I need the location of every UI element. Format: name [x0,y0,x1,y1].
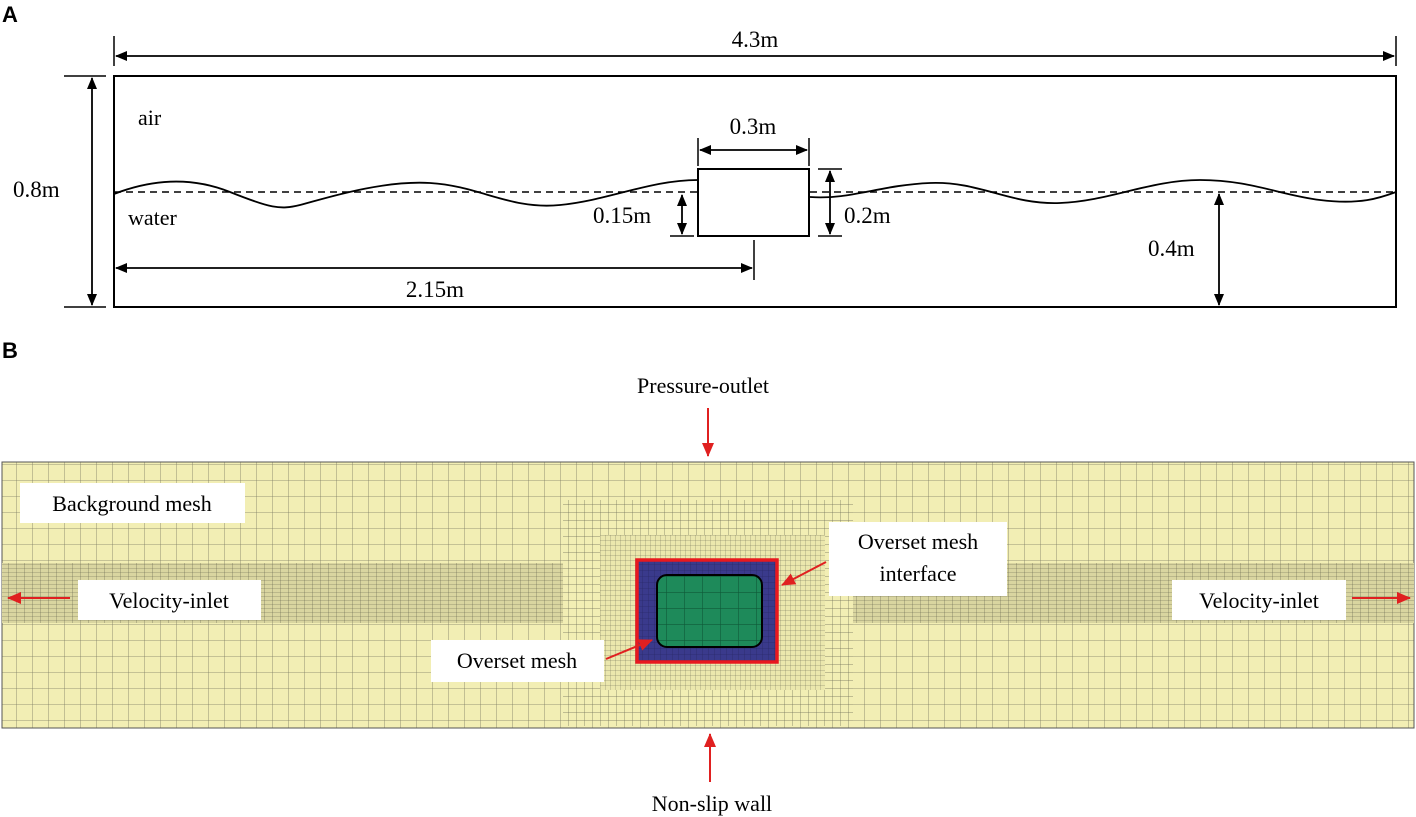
air-label: air [138,105,162,130]
background-mesh-label-box [20,483,245,523]
overset-interface-outline [635,558,779,664]
height-label: 0.8m [13,177,60,202]
overset-interface-label-line2: interface [880,561,957,586]
panel-a-letter: A [2,2,18,27]
wave-profile [113,179,1397,209]
body-height-label: 0.2m [844,203,891,228]
bottom-boundary-label: Non-slip wall [652,791,772,816]
left-inlet-label-box [78,580,261,620]
draft-label: 0.15m [593,203,651,228]
body-width-label: 0.3m [730,114,777,139]
top-boundary-label: Pressure-outlet [637,373,769,398]
overset-mesh-arrow [605,639,653,660]
overset-mesh-label: Overset mesh [457,648,577,673]
floating-body [697,168,810,237]
panel-b-letter: B [2,338,18,363]
water-label: water [128,205,178,230]
left-inlet-label: Velocity-inlet [109,588,229,613]
background-mesh-label: Background mesh [52,491,211,516]
right-inlet-label: Velocity-inlet [1199,588,1319,613]
length-label: 4.3m [732,27,779,52]
water-depth-label: 0.4m [1148,236,1195,261]
body-cells [656,574,763,648]
overset-interface-arrow [781,561,827,586]
overset-interface-label-box [829,522,1007,596]
right-inlet-label-box [1172,580,1346,620]
body-position-label: 2.15m [406,277,464,302]
overset-mesh-label-box [431,640,604,682]
overset-interface-label-line1: Overset mesh [858,529,978,554]
